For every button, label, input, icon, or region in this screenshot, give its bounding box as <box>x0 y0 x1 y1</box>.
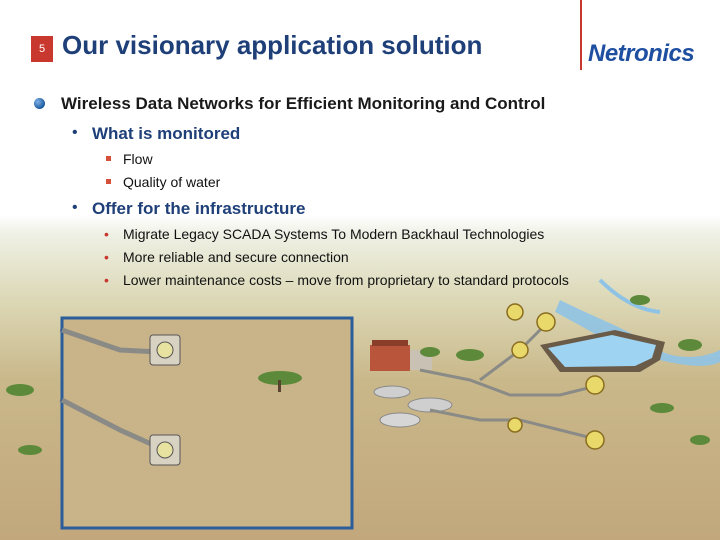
main-bullet: Wireless Data Networks for Efficient Mon… <box>61 94 546 113</box>
section-heading: Offer for the infrastructure <box>92 199 306 218</box>
square-bullet-icon <box>106 156 111 161</box>
sensor-device-icon <box>149 334 181 466</box>
logo-divider <box>580 0 582 70</box>
list-item: Migrate Legacy SCADA Systems To Modern B… <box>123 226 545 242</box>
tree-icon <box>6 295 710 455</box>
list-item: Flow <box>123 151 153 167</box>
square-bullet-icon <box>106 179 111 184</box>
bullet-dot-icon: • <box>104 226 109 242</box>
bullet-icon <box>34 98 45 109</box>
section-heading: What is monitored <box>92 124 241 143</box>
bullet-dot-icon: • <box>104 249 109 265</box>
list-item: Quality of water <box>123 174 221 190</box>
slide-title: Our visionary application solution <box>62 30 483 60</box>
list-item: Lower maintenance costs – move from prop… <box>123 272 569 288</box>
bullet-dot-icon: • <box>72 124 78 141</box>
slide-number: 5 <box>31 36 53 62</box>
list-item: More reliable and secure connection <box>123 249 349 265</box>
reservoir-icon <box>540 330 665 372</box>
bullet-dot-icon: • <box>72 199 78 216</box>
bullet-dot-icon: • <box>104 272 109 288</box>
company-logo: Netronics <box>588 40 695 67</box>
